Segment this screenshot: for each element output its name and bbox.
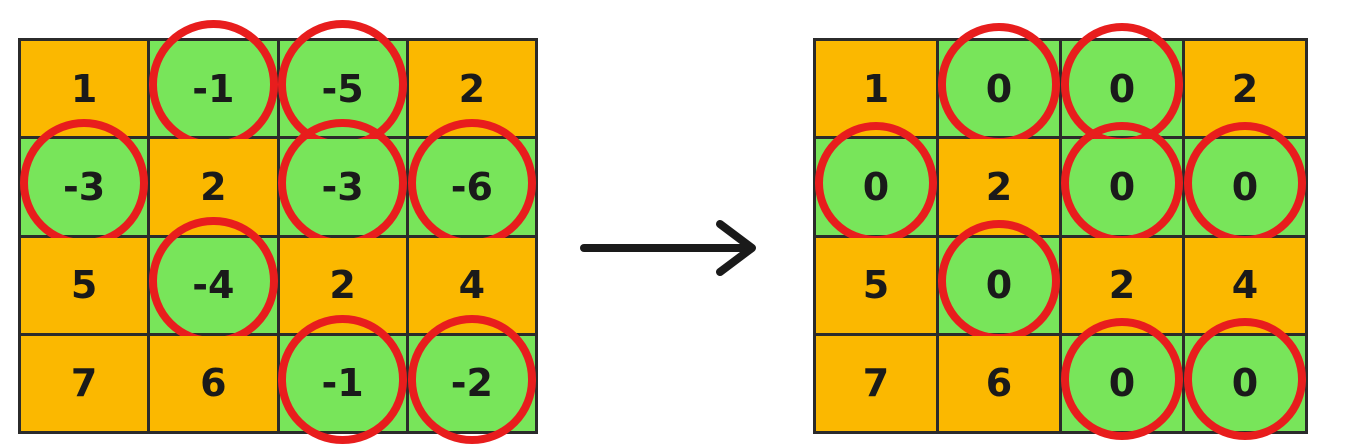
cell-value: 2 [1231,66,1259,111]
grid-cell: 7 [816,335,936,431]
grid-cell: 0 [937,219,1061,343]
grid-cell: -4 [149,216,278,346]
cell-value: 5 [862,263,890,308]
grid-cell: 0 [1060,23,1184,146]
grid-cell: -5 [278,20,407,149]
grid-cell: 0 [814,121,938,244]
cell-value: 2 [329,263,356,308]
input-grid: 1 -1 -5 2 -3 2 -3 -6 5 -4 2 4 7 6 -1 -2 [18,20,538,444]
grid-cell: 2 [1185,41,1305,137]
cell-value: -1 [192,66,235,111]
grid-cell: -1 [278,315,407,444]
grid-cell: 2 [408,41,535,137]
cell-value: 6 [985,361,1013,406]
grid-cell: 2 [1062,237,1182,333]
cell-value: 0 [1108,164,1136,209]
cell-value: 0 [862,164,890,209]
grid-cell: 2 [150,139,277,235]
grid-cell: -2 [407,315,537,444]
grid-cell: 5 [21,237,148,333]
cell-value: -2 [450,361,493,406]
cell-value: 2 [985,164,1013,209]
grid-cell: 0 [1183,318,1307,441]
cell-value: -6 [450,164,493,209]
grid-cell: 0 [937,23,1061,146]
cell-value: 7 [70,361,98,406]
cell-value: 0 [985,66,1013,111]
cell-value: 0 [1108,66,1136,111]
cell-value: 1 [862,66,890,111]
cell-value: 7 [862,361,890,406]
grid-cell: -1 [149,20,278,149]
cell-value: 2 [1108,263,1136,308]
cell-value: 1 [70,66,98,111]
cell-value: 2 [200,164,227,209]
grid-cell: -3 [19,118,149,248]
cell-value: 0 [1231,164,1259,209]
cell-value: 5 [70,263,98,308]
cell-value: 2 [458,66,486,111]
cell-value: -4 [192,263,235,308]
right-arrow-icon [580,220,756,276]
cell-value: -3 [63,164,106,209]
cell-value: 6 [200,361,227,406]
cell-value: 4 [458,263,486,308]
cell-value: -5 [321,66,364,111]
grid-cell: 2 [279,237,406,333]
cell-value: 4 [1231,263,1259,308]
grid-cell: 1 [21,41,148,137]
grid-cell: 2 [939,139,1059,235]
grid-cell: 0 [1060,121,1184,244]
cell-value: -1 [321,361,364,406]
grid-cell: 0 [1060,318,1184,441]
cell-value: -3 [321,164,364,209]
cell-value: 0 [1231,361,1259,406]
grid-cell: 1 [816,41,936,137]
grid-cell: 6 [939,335,1059,431]
grid-cell: 6 [150,335,277,431]
grid-cell: -6 [407,118,537,248]
output-grid: 1 0 0 2 0 2 0 0 5 0 2 4 7 6 0 0 [813,23,1308,441]
grid-cell: 0 [1183,121,1307,244]
grid-cell: 4 [1185,237,1305,333]
grid-cell: 5 [816,237,936,333]
grid-cell: -3 [278,118,407,248]
grid-cell: 4 [408,237,535,333]
cell-value: 0 [985,263,1013,308]
cell-value: 0 [1108,361,1136,406]
grid-cell: 7 [21,335,148,431]
